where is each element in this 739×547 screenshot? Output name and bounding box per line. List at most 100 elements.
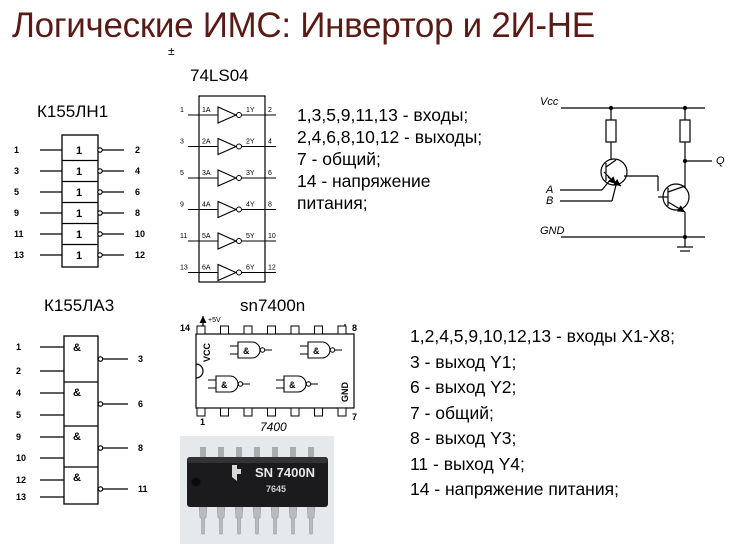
output-name: 6Y (246, 265, 255, 272)
chip-photo (180, 436, 334, 544)
gate-symbol: & (243, 346, 250, 356)
inverter-triangle (217, 169, 238, 187)
output-pin-number: 3 (138, 354, 143, 364)
inversion-bubble (305, 381, 312, 387)
gate-symbol: & (73, 342, 81, 354)
inverter-triangle (217, 263, 238, 282)
sn7400-diagram: &&&& (195, 316, 355, 417)
inversion-bubble (97, 168, 103, 174)
right-pin-number: 6 (268, 170, 272, 177)
sn7400-pin14: 14 (180, 323, 190, 333)
nand-gate (307, 341, 331, 359)
input-pin-number: 5 (14, 187, 19, 197)
input-pin-number: 1 (16, 342, 21, 352)
input-pin-number: 9 (16, 432, 21, 442)
bottom-pin (267, 407, 276, 417)
gate-symbol: 1 (76, 145, 82, 157)
output-pin-number: 8 (135, 208, 140, 218)
sn7400-desc-line: 7 - общий; (410, 402, 494, 423)
inversion-bubble (97, 401, 104, 407)
bottom-pin (196, 407, 206, 417)
input-name: 6A (202, 265, 211, 272)
inversion-bubble (97, 356, 104, 362)
top-pin (337, 325, 347, 335)
right-pin-number: 8 (268, 202, 272, 209)
chip-marking: SN 7400N (255, 465, 315, 480)
inversion-bubble (97, 486, 104, 492)
inversion-bubble (237, 381, 244, 387)
ls04-label: 74LS04 (190, 66, 249, 85)
output-pin-number: 10 (135, 229, 145, 239)
gate-symbol: 1 (76, 166, 82, 178)
sn7400-desc-line: 3 - выход Y1; (410, 351, 517, 372)
input-name: 1A (202, 107, 211, 114)
output-pin-number: 2 (135, 145, 140, 155)
bottom-pin (337, 407, 347, 417)
inversion-bubble (236, 143, 242, 150)
inversion-bubble (97, 445, 104, 451)
gate-symbol: 1 (76, 208, 82, 220)
input-pin-number: 2 (16, 366, 21, 376)
chip-bottom-leg (306, 505, 316, 535)
right-pin-number: 4 (268, 139, 272, 146)
transistor-schematic (560, 105, 712, 252)
output-pin-number: 4 (135, 166, 140, 176)
chip-top-leg (200, 447, 206, 458)
output-pin-number: 8 (138, 443, 143, 453)
inversion-bubble (236, 269, 242, 276)
sn7400-desc-line: 6 - выход Y2; (410, 377, 517, 397)
output-pin-number: 12 (135, 250, 145, 260)
ls04-desc-line: 1,3,5,9,11,13 - входы; (297, 105, 469, 125)
input-name: 5A (202, 233, 211, 240)
input-pin-number: 5 (16, 410, 21, 420)
chip-date-code: 7645 (266, 484, 286, 494)
ls04-desc-line: 14 - напряжение (297, 171, 431, 191)
sn7400-desc-line: 11 - выход Y4; (410, 453, 525, 474)
top-pin (290, 325, 300, 335)
bottom-pin (314, 407, 323, 417)
inversion-bubble (236, 206, 242, 213)
gate-symbol: 1 (76, 250, 82, 262)
inversion-bubble (97, 147, 103, 153)
input-pin-number: 11 (14, 229, 24, 239)
output-pin-number: 6 (135, 187, 140, 197)
gate-symbol: 1 (76, 229, 82, 241)
input-pin-number: 10 (16, 453, 26, 463)
left-pin-number: 5 (180, 170, 184, 177)
bottom-pin (290, 407, 300, 417)
left-pin-number: 1 (180, 107, 184, 114)
plus-minus-mark: ± (168, 44, 175, 58)
inverter-triangle (217, 232, 238, 250)
input-pin-number: 3 (14, 166, 19, 176)
k155ln1-label: К155ЛН1 (37, 102, 109, 121)
input-a-label: A (545, 184, 553, 196)
input-name: 4A (202, 202, 211, 209)
gate-symbol: & (313, 346, 320, 356)
top-pin (220, 325, 229, 335)
left-pin-number: 11 (180, 233, 187, 240)
gate-symbol: 1 (76, 187, 82, 199)
sn7400-gnd-label: GND (340, 382, 350, 403)
sn7400-pin-description: 1,2,4,5,9,10,12,13 - входы X1-X8; 3 - вы… (410, 324, 675, 503)
output-name: 2Y (246, 139, 255, 146)
gate-symbol: & (73, 472, 81, 484)
chip-bottom-leg (270, 505, 280, 535)
input-pin-number: 4 (16, 388, 21, 398)
chip-top-leg (236, 447, 242, 458)
sn7400-pin8: 8 (352, 323, 357, 333)
nand-gate (283, 375, 307, 393)
output-name: 5Y (246, 233, 255, 240)
inverter-triangle (217, 137, 238, 156)
nand-gate (237, 341, 261, 359)
gate-symbol: & (221, 380, 228, 390)
ls04-desc-line: 2,4,6,8,10,12 - выходы; (297, 127, 483, 147)
page-title: Логические ИМС: Инвертор и 2И-НЕ (12, 6, 595, 45)
left-pin-number: 3 (180, 139, 184, 146)
output-pin-number: 11 (138, 484, 148, 494)
vcc-label: Vcc (540, 96, 559, 108)
chip-bottom-leg (198, 505, 208, 535)
sn7400-vcc-label: VCC (202, 342, 212, 362)
